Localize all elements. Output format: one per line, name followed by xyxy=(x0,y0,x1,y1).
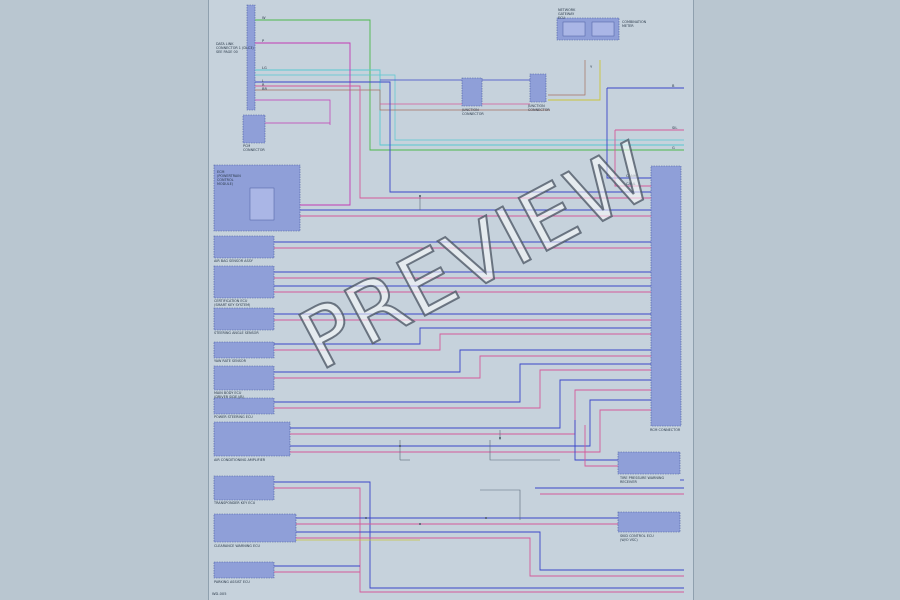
wire-label-w: W xyxy=(262,16,266,20)
module-label-8: TRANSPONDER KEY ECU xyxy=(214,501,256,505)
skid-ecu-box xyxy=(617,511,681,533)
label-top-right-sub: COMBINATION METER xyxy=(622,20,647,28)
module-box-7 xyxy=(213,421,291,457)
page-number: WD-005 xyxy=(212,592,227,596)
module-label-3: STEERING ANGLE SENSOR xyxy=(214,331,259,335)
module-label-5: MAIN BODY ECU (DRIVER SIDE J/B) xyxy=(214,391,244,399)
module-label-7: AIR CONDITIONING AMPLIFIER xyxy=(214,458,266,462)
label-skid-ecu: SKID CONTROL ECU (W/O VSC) xyxy=(620,534,654,542)
magenta-wire xyxy=(255,42,351,206)
junction-center-box xyxy=(461,77,483,107)
label-junction-right: JUNCTION CONNECTOR xyxy=(528,104,550,112)
module-label-6: POWER STEERING ECU xyxy=(214,415,253,419)
label-junction-center: JUNCTION CONNECTOR xyxy=(462,108,484,116)
module-box-2 xyxy=(213,265,275,299)
rcm-connector-box xyxy=(650,165,682,427)
wire-label-sil: SIL xyxy=(672,126,678,130)
junction-right-box xyxy=(529,73,547,103)
wire-label-y: Y xyxy=(590,65,593,69)
module-box-3 xyxy=(213,307,275,331)
label-pcm-connector: PCM CONNECTOR xyxy=(243,144,265,152)
pcm-connector-box xyxy=(242,114,266,144)
wire-label-b: B xyxy=(672,84,675,88)
module-box-6 xyxy=(213,397,275,415)
label-ecm-block: ECM (POWERTRAIN CONTROL MODULE) xyxy=(217,170,241,186)
wire-label-canh: CANH xyxy=(626,174,637,178)
module-label-10: PARKING ASSIST ECU xyxy=(214,580,250,584)
module-label-9: CLEARANCE WARNING ECU xyxy=(214,544,260,548)
wire-label-lg: LG xyxy=(262,66,267,70)
module-box-4 xyxy=(213,341,275,359)
module-box-10 xyxy=(213,561,275,579)
top-left-connector-box xyxy=(246,4,256,111)
module-box-5 xyxy=(213,365,275,391)
tire-receiver-box xyxy=(617,451,681,475)
wire-label-p: P xyxy=(262,39,265,43)
wire-label-g: G xyxy=(672,146,675,150)
module-box-8 xyxy=(213,475,275,501)
module-box-1 xyxy=(213,235,275,259)
module-box-9 xyxy=(213,513,297,543)
green-wire xyxy=(255,19,684,151)
brown-wire xyxy=(548,60,586,96)
label-tire-receiver: TIRE PRESSURE WARNING RECEIVER xyxy=(620,476,665,484)
wire-label-l: L xyxy=(262,79,265,83)
module-label-1: AIR BAG SENSOR ASSY xyxy=(214,259,253,263)
label-rcm-connector: RCM CONNECTOR xyxy=(650,428,681,432)
label-top-right: NETWORK GATEWAY ECU xyxy=(558,8,576,20)
wire-label-canl: CANL xyxy=(626,182,636,186)
wire-label-br: BR xyxy=(262,87,267,91)
yellow-wire xyxy=(548,60,601,101)
label-top-left-connector: DATA LINK CONNECTOR 1 (DLC3) SEE PAGE 00 xyxy=(216,42,254,54)
module-label-4: YAW RATE SENSOR xyxy=(214,359,246,363)
module-label-2: CERTIFICATION ECU (SMART KEY SYSTEM) xyxy=(214,299,251,307)
wire-label-r: R xyxy=(262,83,265,87)
